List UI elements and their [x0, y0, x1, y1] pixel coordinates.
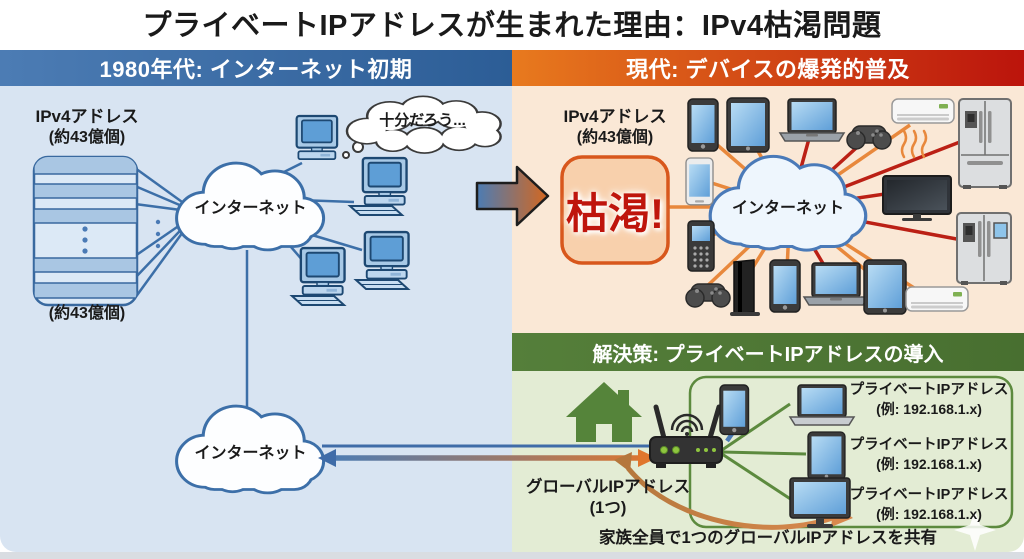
era-1980-header: 1980年代: インターネット初期	[0, 50, 512, 86]
retro-computer-icon	[349, 156, 408, 216]
laptop-icon	[803, 262, 869, 306]
retro-computer-icon	[291, 246, 346, 306]
tablet-icon	[726, 97, 770, 153]
private-ip-label-line1: プライベートIPアドレス	[849, 437, 1009, 453]
page-title: プライベートIPアドレスが生まれた理由：IPv4枯渇問題	[142, 10, 882, 42]
global-ip-link-arrows	[318, 444, 657, 467]
steam-icon	[900, 129, 928, 159]
feature-phone-icon	[687, 220, 715, 272]
laptop-icon	[789, 384, 855, 426]
private-ip-label: プライベートIPアドレス (例: 192.168.1.x)	[846, 381, 1012, 418]
bottom-internet-cloud-label: インターネット	[194, 445, 307, 462]
private-ip-label: プライベートIPアドレス (例: 192.168.1.x)	[846, 436, 1012, 473]
refrigerator-icon	[958, 98, 1012, 190]
private-ip-label-line1: プライベートIPアドレス	[849, 382, 1009, 398]
bottom-edge-strip	[0, 552, 1024, 559]
global-ip-label-line2: (1つ)	[589, 499, 627, 518]
ipv4-pool-label: IPv4アドレス (約43億個)	[18, 106, 156, 149]
exhausted-label: 枯渇!	[566, 189, 664, 237]
private-ip-label-line1: プライベートIPアドレス	[849, 487, 1009, 503]
thought-bubble-label: 十分だろう...	[379, 112, 466, 129]
era-1980-header-label: 1980年代: インターネット初期	[99, 57, 413, 82]
internet-cloud-label: インターネット	[731, 200, 844, 217]
game-controller-icon	[846, 125, 892, 150]
house-icon	[566, 382, 642, 442]
pool-ellipsis-dots	[82, 226, 88, 254]
era-modern-header-label: 現代: デバイスの爆発的普及	[626, 57, 910, 82]
air-conditioner-icon	[905, 286, 969, 312]
ipv4-address-pool-icon	[32, 155, 139, 307]
global-ip-label-line1: グローバルIPアドレス	[526, 478, 690, 496]
laptop-icon	[779, 98, 845, 142]
router-icon	[649, 404, 723, 468]
solution-footer-label: 家族全員で1つのグローバルIPアドレスを共有	[598, 529, 938, 547]
thought-bubble	[342, 97, 499, 159]
retro-computer-icon	[355, 230, 410, 290]
transition-arrow	[475, 165, 550, 227]
era-modern-header: 現代: デバイスの爆発的普及	[512, 50, 1024, 86]
smartphone-icon	[685, 157, 714, 206]
sparkle-icon	[954, 510, 996, 551]
private-ip-label-line2: (例: 192.168.1.x)	[876, 400, 982, 417]
game-console-icon	[729, 259, 761, 317]
lan-lines-green	[721, 402, 807, 502]
smartphone-icon	[687, 98, 719, 152]
fan-ellipsis-dots	[155, 219, 161, 249]
tablet-icon	[807, 431, 846, 481]
private-ip-label-line2: (例: 192.168.1.x)	[876, 455, 982, 472]
private-ip-label-line2: (例: 192.168.1.x)	[876, 505, 982, 522]
ipv4-exhausted-label-line2: (約43億個)	[576, 129, 654, 147]
exhausted-box	[560, 155, 670, 265]
smartphone-icon	[769, 259, 801, 313]
solution-header-label: 解決策: プライベートIPアドレスの導入	[592, 343, 944, 366]
pool-count-label: (約43億個)	[48, 305, 126, 322]
global-ip-label: グローバルIPアドレス (1つ)	[518, 477, 698, 520]
ipv4-exhausted-label: IPv4アドレス (約43億個)	[545, 106, 685, 149]
smartphone-icon	[719, 384, 750, 436]
private-ip-label: プライベートIPアドレス (例: 192.168.1.x)	[846, 486, 1012, 523]
air-conditioner-icon	[891, 98, 955, 124]
tablet-icon	[863, 259, 907, 315]
internet-cloud-label: インターネット	[194, 200, 307, 217]
ipv4-pool-label-line2: (約43億個)	[48, 129, 126, 147]
ipv4-pool-label-line1: IPv4アドレス	[35, 107, 139, 126]
retro-computer-icon	[295, 114, 339, 161]
game-controller-icon	[685, 283, 731, 308]
solution-header: 解決策: プライベートIPアドレスの導入	[512, 333, 1024, 371]
ipv4-exhausted-label-line1: IPv4アドレス	[563, 107, 667, 126]
tv-icon	[882, 175, 952, 222]
smart-refrigerator-icon	[956, 212, 1012, 286]
